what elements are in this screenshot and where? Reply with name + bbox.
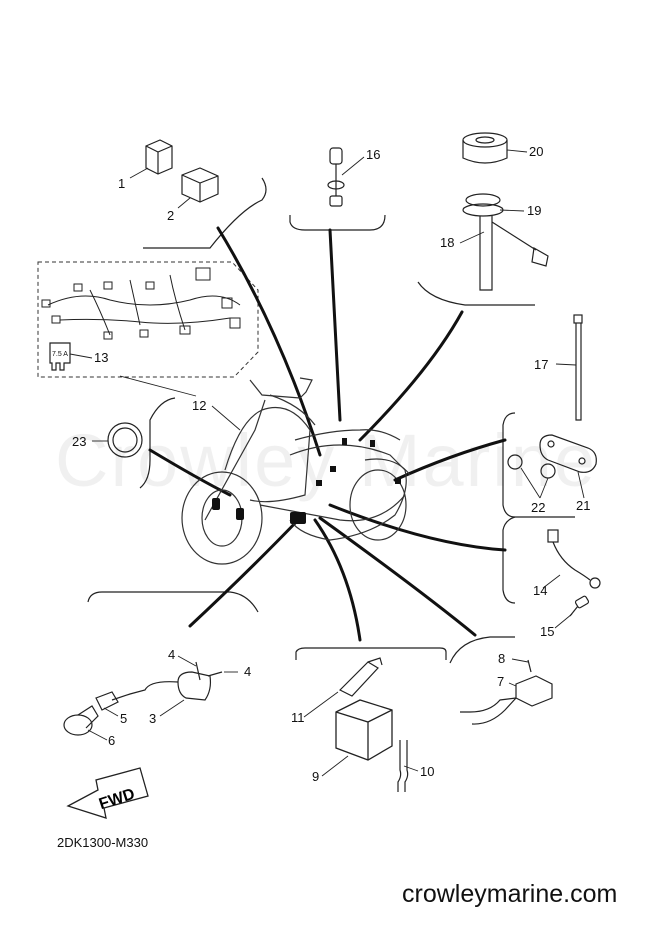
part-12-harness [41,267,241,340]
leader-lines [148,226,507,642]
callouts: 1 2 16 20 19 18 17 13 12 23 22 21 14 15 … [72,144,590,784]
callout-11: 11 [291,710,305,725]
part-11-band [338,657,383,697]
frame-battery [295,647,447,660]
callout-21: 21 [576,498,590,513]
handlebar-stem [269,394,316,426]
part-9-battery [335,699,393,761]
part-15-bolt [569,595,590,617]
callout-15: 15 [540,624,554,639]
part-5-plug-cap [95,691,119,711]
callout-4a: 4 [168,647,175,662]
front-fairing [224,406,311,503]
frame-tank [417,281,535,306]
part-21-22-bracket [507,434,597,479]
callout-20: 20 [529,144,543,159]
callout-9: 9 [312,769,319,784]
rear-fender [364,458,411,476]
callout-7: 7 [497,674,504,689]
fwd-arrow: FWD [66,767,149,819]
callout-1: 1 [118,176,125,191]
part-16-sender [327,147,345,207]
part-14-lead [547,529,601,589]
callout-13: 13 [94,350,108,365]
callout-lines [69,149,585,777]
callout-23: 23 [72,434,86,449]
part-23-reflector [107,422,143,458]
part-6-boot [63,705,99,736]
part-8-screw [527,659,532,673]
frame-cdi [449,636,515,664]
callout-8: 8 [498,651,505,666]
frame-lead [502,516,516,604]
fuse-rating: 7.5 A [52,351,68,358]
part-7-cdi [460,675,553,725]
callout-19: 19 [527,203,541,218]
diagram-code: 2DK1300-M330 [57,835,149,850]
callout-4b: 4 [244,664,251,679]
part-17-cable-tie [573,314,583,421]
floorboard [259,494,406,522]
callout-22: 22 [531,500,545,515]
callout-17: 17 [534,357,548,372]
scooter-outline [181,377,411,565]
handlebar-right [299,377,313,399]
frame-fuel-sender [289,214,386,231]
harness-dashed-box [37,261,259,378]
callout-3: 3 [149,711,156,726]
callout-5: 5 [120,711,127,726]
frame-reflector [139,397,176,489]
part-3-coil [111,671,212,701]
callout-10: 10 [420,764,434,779]
callout-2: 2 [167,208,174,223]
part-1-relay [145,139,173,175]
part-10-hose [397,740,409,792]
seat [294,429,401,441]
site-url[interactable]: crowleymarine.com [402,880,618,908]
front-wheel [181,471,263,565]
frame-relays [143,177,267,249]
frame-coil [87,591,259,613]
rear-body [289,444,407,541]
part-13-fuse [49,342,71,371]
callout-16: 16 [366,147,380,162]
frame-right [502,412,575,518]
handlebar-left [249,379,301,399]
callout-6: 6 [108,733,115,748]
callout-14: 14 [533,583,547,598]
part-4-screws [195,661,223,681]
scooter-connectors [212,438,401,524]
part-2-flasher [181,167,219,203]
callout-18: 18 [440,235,454,250]
callout-12: 12 [192,398,206,413]
part-20-grommet [462,132,508,164]
rear-wheel [349,469,407,541]
